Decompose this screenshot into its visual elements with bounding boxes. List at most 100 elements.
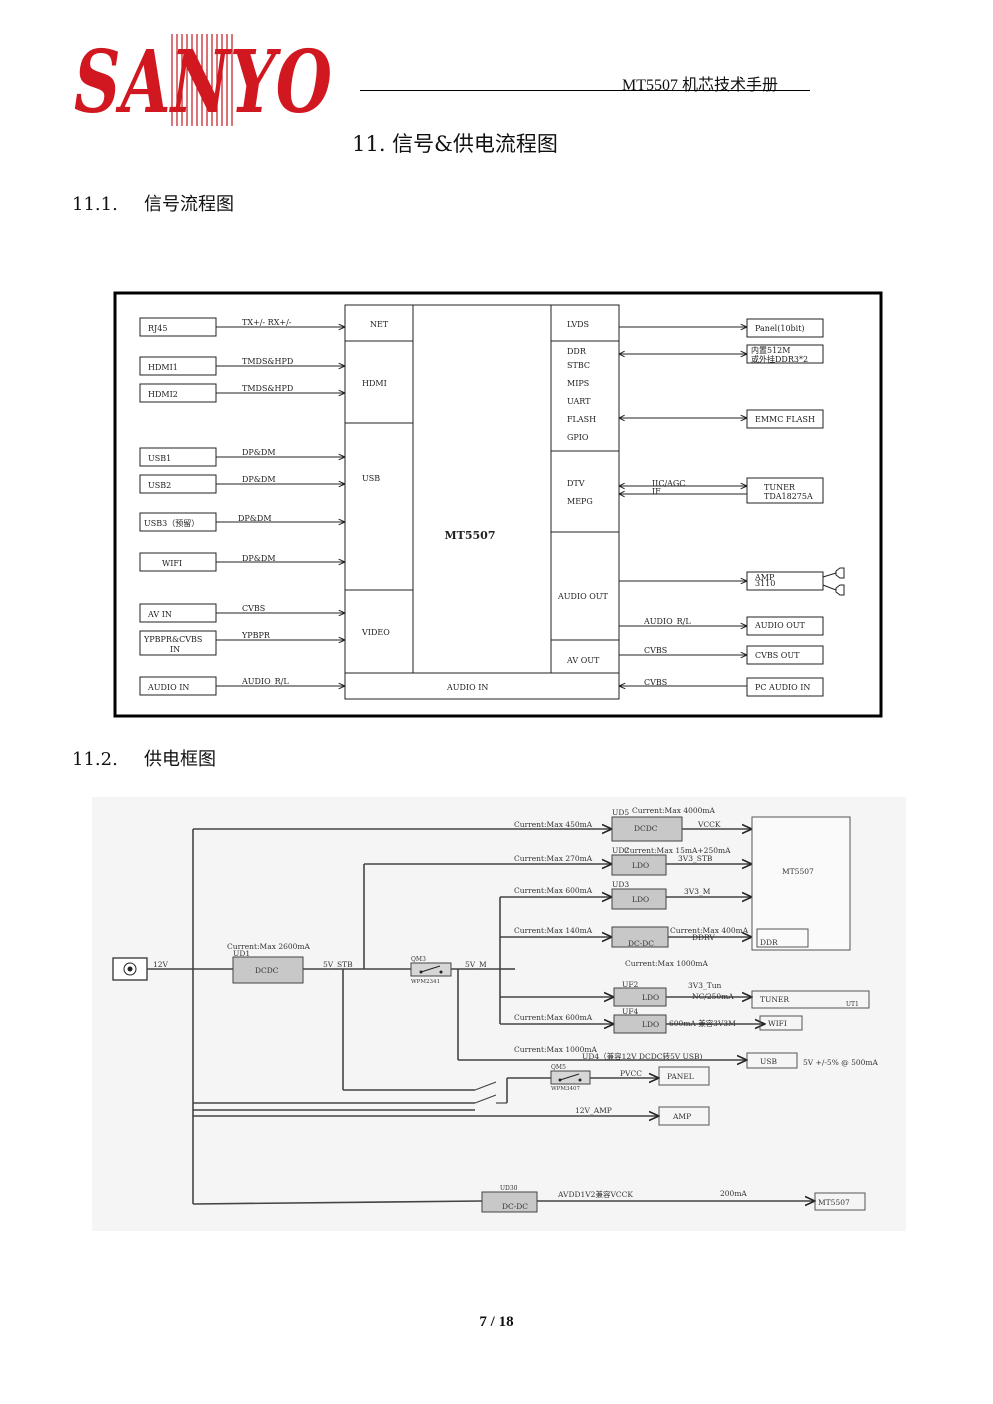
section-heading-signal: 11.1. 信号流程图 — [72, 190, 234, 216]
chip-block-av-out: AV OUT — [566, 656, 600, 665]
header-rule — [360, 90, 810, 91]
ud5-label: DCDC — [634, 824, 658, 833]
section-title: 供电框图 — [144, 749, 216, 770]
signal-label: AUDIO_R/L — [643, 617, 691, 626]
rail-ddrv: DDRV — [692, 933, 715, 942]
signal-label: IF — [652, 487, 661, 496]
dcdc-ddr-current-out: Current:Max 400mA — [670, 926, 749, 935]
qm3-part: WPM2341 — [411, 979, 440, 985]
signal-label: DP&DM — [238, 514, 272, 523]
section-number: 11.1. — [72, 194, 118, 215]
ddr-label: DDR — [760, 938, 778, 947]
rail-3v3-m: 3V3_M — [684, 887, 711, 896]
ud3-ref: UD3 — [612, 880, 629, 889]
ud5-ref: UD5 — [612, 808, 629, 817]
wifi-target: WIFI — [768, 1019, 787, 1028]
signal-label: DP&DM — [242, 554, 276, 563]
tuner-ref: UT1 — [846, 1001, 859, 1008]
section-title: 信号流程图 — [144, 194, 234, 215]
target-cvbs-out: CVBS OUT — [755, 651, 800, 660]
dcdc-ddr-label: DC-DC — [628, 939, 654, 948]
input-label: 12V — [153, 960, 169, 969]
signal-label: CVBS — [644, 678, 667, 687]
chip-block-hdmi: HDMI — [362, 379, 387, 388]
ud30-label: DC-DC — [502, 1202, 528, 1211]
source-wifi: WIFI — [162, 559, 182, 568]
source-ypbpr: YPBPR&CVBS — [143, 635, 202, 644]
source-usb2: USB2 — [148, 481, 171, 490]
uf2-current: NC/250mA — [692, 992, 734, 1001]
signal-label: DP&DM — [242, 475, 276, 484]
power-tree-diagram: 12V — [92, 797, 906, 1231]
ud1-ref: UD1 — [233, 949, 250, 958]
rail-3v3-stb: 3V3_STB — [678, 854, 713, 863]
logo-wordmark: SANYO — [74, 32, 332, 130]
source-usb1: USB1 — [148, 454, 171, 463]
rail-5v-stb: 5V_STB — [323, 960, 353, 969]
chip-block-audio-out: AUDIO OUT — [557, 592, 608, 601]
qm5-part: WPM3407 — [551, 1086, 580, 1092]
ud3-label: LDO — [632, 895, 649, 904]
source-hdmi2: HDMI2 — [148, 390, 178, 399]
chip-block-flash: FLASH — [567, 415, 596, 424]
signal-label: CVBS — [242, 604, 265, 613]
target-tuner-part: TDA18275A — [764, 492, 813, 501]
ud5-current-in: Current:Max 450mA — [514, 820, 593, 829]
uf4-out: 600mA 兼容3V3M — [669, 1018, 736, 1028]
ud2-ref: UD2 — [612, 846, 629, 855]
chip-block-stbc: STBC — [567, 361, 590, 370]
ud2-current-out: Current:Max 15mA+250mA — [624, 846, 731, 855]
panel-target: PANEL — [667, 1072, 694, 1081]
source-ypbpr-in: IN — [170, 645, 180, 654]
uf2-ref: UF2 — [622, 980, 639, 989]
ud3-current-in: Current:Max 600mA — [514, 886, 593, 895]
amp-target: AMP — [672, 1112, 691, 1121]
chip-block-gpio: GPIO — [567, 433, 589, 442]
signal-label: YPBPR — [241, 631, 271, 640]
uf2-label: LDO — [642, 993, 659, 1002]
target-panel: Panel(10bit) — [755, 324, 805, 333]
chip-block-mepg: MEPG — [567, 497, 593, 506]
usb-target: USB — [760, 1057, 777, 1066]
target-amp-part: 3110 — [755, 579, 775, 588]
target-audio-out: AUDIO OUT — [754, 621, 805, 630]
section-number: 11.2. — [72, 749, 118, 770]
ud1-label: DCDC — [255, 966, 279, 975]
ud2-label: LDO — [632, 861, 649, 870]
signal-label: TMDS&HPD — [242, 357, 293, 366]
rail-avdd1v2: AVDD1V2兼容VCCK — [557, 1189, 633, 1199]
signal-label: DP&DM — [242, 448, 276, 457]
page-title: 11. 信号&供电流程图 — [352, 132, 558, 156]
document-title: MT5507 机芯技术手册 — [622, 77, 779, 94]
uf4-ref: UF4 — [622, 1007, 639, 1016]
source-rj45: RJ45 — [148, 324, 167, 333]
dcdc-ddr-current-in: Current:Max 140mA — [514, 926, 593, 935]
chip-block-ddr: DDR — [567, 347, 587, 356]
ud5-current-out: Current:Max 4000mA — [632, 806, 716, 815]
ud30-ref: UD30 — [500, 1185, 518, 1192]
rail-vcck: VCCK — [697, 820, 721, 829]
signal-label: TMDS&HPD — [242, 384, 293, 393]
source-usb3: USB3（预留） — [144, 518, 199, 528]
target-amp: AMP — [754, 573, 775, 582]
ud2-current-in: Current:Max 270mA — [514, 854, 593, 863]
chip-block-lvds: LVDS — [567, 320, 589, 329]
chip-block-audio-in: AUDIO IN — [446, 683, 488, 692]
uf4-label: LDO — [642, 1020, 659, 1029]
target-ddr-internal: 内置512M — [751, 345, 790, 355]
signal-label: AUDIO_R/L — [241, 677, 289, 686]
page-number: 7 / 18 — [479, 1314, 514, 1330]
rail-12v-amp: 12V_AMP — [575, 1106, 612, 1115]
chip-block-video: VIDEO — [361, 628, 390, 637]
chip-label: MT5507 — [445, 529, 496, 542]
source-hdmi1: HDMI1 — [148, 363, 178, 372]
target-emmc: EMMC FLASH — [755, 415, 815, 424]
chip-block-uart: UART — [567, 397, 591, 406]
rail-5v-m: 5V_M — [465, 960, 487, 969]
chip-block-dtv: DTV — [567, 479, 585, 488]
ud4-current: Current:Max 1000mA — [514, 1045, 598, 1054]
signal-diagram-frame — [113, 291, 883, 718]
rail-3v3-tun: 3V3_Tun — [688, 981, 722, 990]
signal-label: TX+/- RX+/- — [242, 318, 292, 327]
